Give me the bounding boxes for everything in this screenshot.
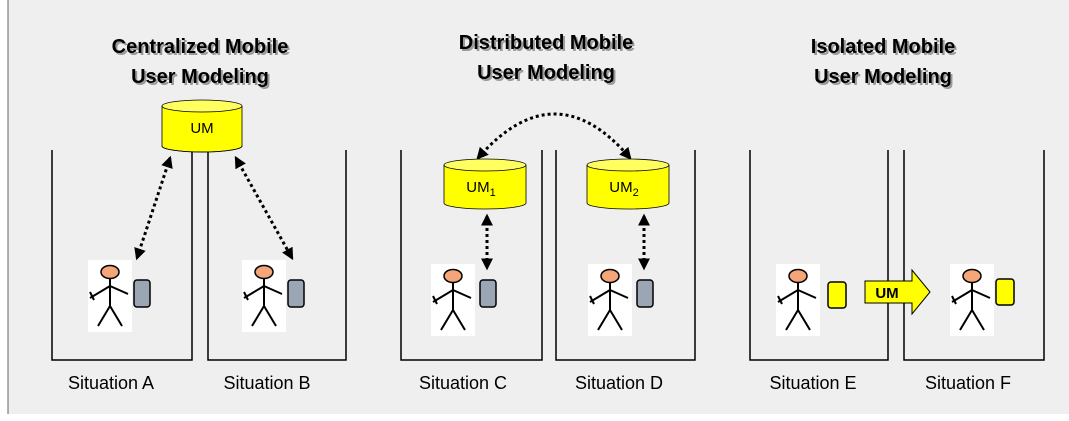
panel-isolated: Isolated Mobile Isolated Mobile User Mod… [749, 36, 1045, 393]
svg-text:User Modeling: User Modeling [816, 68, 954, 90]
situation-box-e [749, 150, 889, 361]
situation-label-c: Situation C [419, 373, 507, 393]
panel-title-isolated-line1: Isolated Mobile [811, 36, 955, 58]
person-with-device-icon [430, 263, 497, 337]
bidirectional-dotted-arrow-icon [234, 155, 294, 261]
panel-title-distributed-line1: Distributed Mobile [459, 32, 633, 54]
situation-label-a: Situation A [68, 373, 154, 393]
panel-title-isolated-line2: User Modeling [814, 66, 952, 88]
diagram-background [8, 0, 1069, 414]
store-label-um1: UM1 [466, 179, 495, 199]
situation-label-f: Situation F [925, 373, 1011, 393]
store-label-um: UM [190, 120, 213, 137]
panel-distributed: Distributed Mobile Distributed Mobile Us… [400, 32, 696, 393]
transfer-label: UM [875, 285, 898, 302]
situation-box-d [555, 150, 696, 361]
situation-box-c [400, 150, 543, 361]
svg-text:Centralized Mobile: Centralized Mobile [114, 38, 291, 60]
person-with-device-icon [949, 263, 1015, 337]
panel-title-centralized-line1: Centralized Mobile [112, 36, 289, 58]
svg-text:User Modeling: User Modeling [133, 68, 271, 90]
situation-label-b: Situation B [223, 373, 310, 393]
svg-text:User Modeling: User Modeling [479, 64, 617, 86]
situation-box-f [903, 150, 1045, 361]
panel-title-centralized-line2: User Modeling [131, 66, 269, 88]
block-arrow-icon: UM [864, 268, 931, 316]
database-cylinder-icon: UM1 [443, 158, 527, 210]
person-with-device-icon [587, 263, 654, 337]
situation-label-d: Situation D [575, 373, 663, 393]
situation-box-b [207, 150, 347, 361]
situation-box-a [51, 150, 193, 361]
svg-text:Isolated Mobile: Isolated Mobile [813, 38, 957, 60]
svg-text:Distributed Mobile: Distributed Mobile [461, 34, 635, 56]
person-with-device-icon [87, 259, 151, 333]
panel-centralized: Centralized Mobile Centralized Mobile Us… [51, 36, 347, 393]
database-cylinder-icon: UM2 [586, 158, 670, 210]
panel-title-distributed-line2: User Modeling [477, 62, 615, 84]
store-label-um2: UM2 [609, 179, 638, 199]
person-with-device-icon [241, 259, 305, 333]
bidirectional-dotted-arrow-icon [476, 112, 632, 160]
person-with-device-icon [775, 263, 847, 337]
situation-label-e: Situation E [769, 373, 856, 393]
database-cylinder-icon: UM [161, 99, 243, 153]
